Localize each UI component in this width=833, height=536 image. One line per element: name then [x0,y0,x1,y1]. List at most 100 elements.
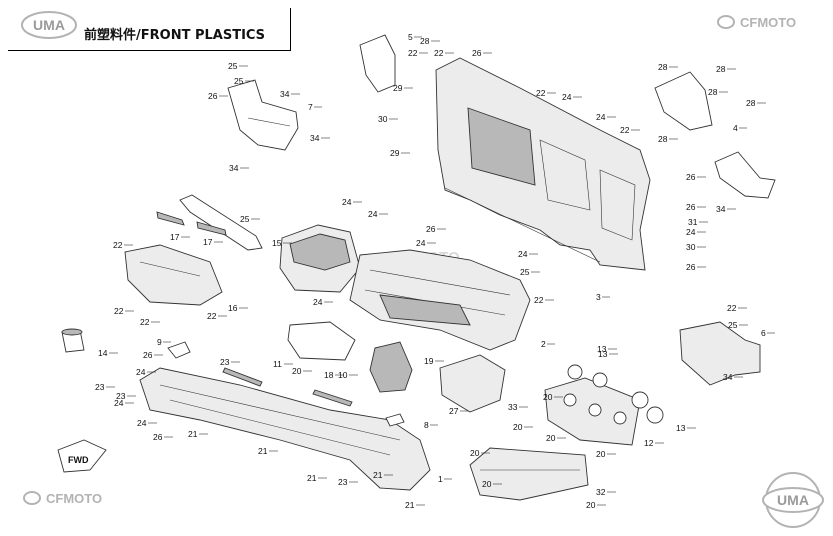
part-11-cupholder-bin [287,321,356,361]
part-2-tray-floor [379,294,471,326]
callout-label-21: 21 [258,446,268,456]
part-19-grille [369,341,413,393]
part-13-gauge-c [631,391,649,409]
callout-label-22: 22 [113,240,123,250]
callout-label-23: 23 [220,357,230,367]
part-3-panel-cutout [467,107,536,186]
callout-label-25: 25 [520,267,530,277]
fwd-label: FWD [68,455,89,465]
callout-label-13: 13 [676,423,686,433]
callout-label-22: 22 [727,303,737,313]
callout-label-22: 22 [140,317,150,327]
callout-label-25: 25 [228,61,238,71]
callout-label-22: 22 [536,88,546,98]
callout-label-13: 13 [597,344,607,354]
callout-label-26: 26 [686,202,696,212]
callout-label-17: 17 [170,232,180,242]
callout-label-24: 24 [137,418,147,428]
callout-label-22: 22 [534,295,544,305]
uma-footer-logo-text: UMA [777,492,809,508]
callout-label-24: 24 [342,197,352,207]
callout-label-23: 23 [338,477,348,487]
callout-label-12: 12 [644,438,654,448]
callout-label-21: 21 [405,500,415,510]
callout-label-7: 7 [308,102,313,112]
callout-label-20: 20 [470,448,480,458]
part-2-console-tray [349,249,531,351]
callout-label-25: 25 [234,76,244,86]
callout-label-22: 22 [620,125,630,135]
callout-label-31: 31 [688,217,698,227]
part-13-gauge-b [592,372,608,388]
callout-label-28: 28 [420,36,430,46]
callout-label-27: 27 [449,406,459,416]
callout-label-25: 25 [240,214,250,224]
cfmoto-logo-text: CFMOTO [740,15,796,30]
part-5-bracket [359,34,396,93]
callout-label-33: 33 [508,402,518,412]
callout-label-6: 6 [761,328,766,338]
callout-label-26: 26 [472,48,482,58]
callout-label-26: 26 [143,350,153,360]
callout-label-20: 20 [482,479,492,489]
callout-label-32: 32 [596,487,606,497]
callout-label-24: 24 [562,92,572,102]
callout-label-23: 23 [95,382,105,392]
title-box: 前塑料件/FRONT PLASTICS [8,8,291,51]
callout-label-26: 26 [153,432,163,442]
callout-label-25: 25 [728,320,738,330]
callout-label-20: 20 [292,366,302,376]
part-17-strap-a [156,211,185,226]
uma-logo-text: UMA [33,17,65,33]
callout-label-3: 3 [596,292,601,302]
callout-label-26: 26 [426,224,436,234]
callout-label-23: 23 [116,391,126,401]
callout-label-9: 9 [157,337,162,347]
callout-label-22: 22 [207,311,217,321]
part-9-clip [167,341,191,359]
callout-label-20: 20 [586,500,596,510]
part-13-gauge-a [567,364,583,380]
callout-label-24: 24 [518,249,528,259]
part-13-gauge-d [646,406,664,424]
part-31-bottom-tray [469,447,589,501]
callout-label-22: 22 [408,48,418,58]
part-4-bracket [654,71,713,131]
part-6-side-panel [679,321,761,386]
callout-label-24: 24 [368,209,378,219]
callout-label-18: 18 [324,370,334,380]
part-8-clip [385,413,405,427]
callout-label-34: 34 [310,133,320,143]
part-16-left-panel [124,244,223,306]
callout-label-24: 24 [313,297,323,307]
callout-label-24: 24 [596,112,606,122]
uma-footer-logo-icon: UMA [762,472,824,528]
callout-label-10: 10 [338,370,348,380]
cfmoto-logo-icon: CFMOTO [717,15,796,30]
callout-label-8: 8 [424,420,429,430]
part-32-tray [439,354,506,413]
callout-label-14: 14 [98,348,108,358]
callout-label-22: 22 [434,48,444,58]
callout-label-13: 13 [598,349,608,359]
callout-label-15: 15 [272,238,282,248]
callout-label-24: 24 [136,367,146,377]
callout-label-21: 21 [188,429,198,439]
callout-label-21: 21 [373,470,383,480]
callout-label-30: 30 [686,242,696,252]
callout-label-24: 24 [114,398,124,408]
page-title: 前塑料件/FRONT PLASTICS [84,28,266,43]
callout-label-34: 34 [723,372,733,382]
callout-label-26: 26 [686,172,696,182]
callout-label-30: 30 [378,114,388,124]
fwd-direction-tag: FWD [57,439,107,473]
callout-label-11: 11 [273,359,282,369]
callout-label-28: 28 [658,134,668,144]
part-23-strip [222,367,263,387]
callout-label-5: 5 [408,32,413,42]
callout-label-20: 20 [543,392,553,402]
callout-label-34: 34 [716,204,726,214]
callout-label-1: 1 [438,474,443,484]
callout-label-4: 4 [733,123,738,133]
